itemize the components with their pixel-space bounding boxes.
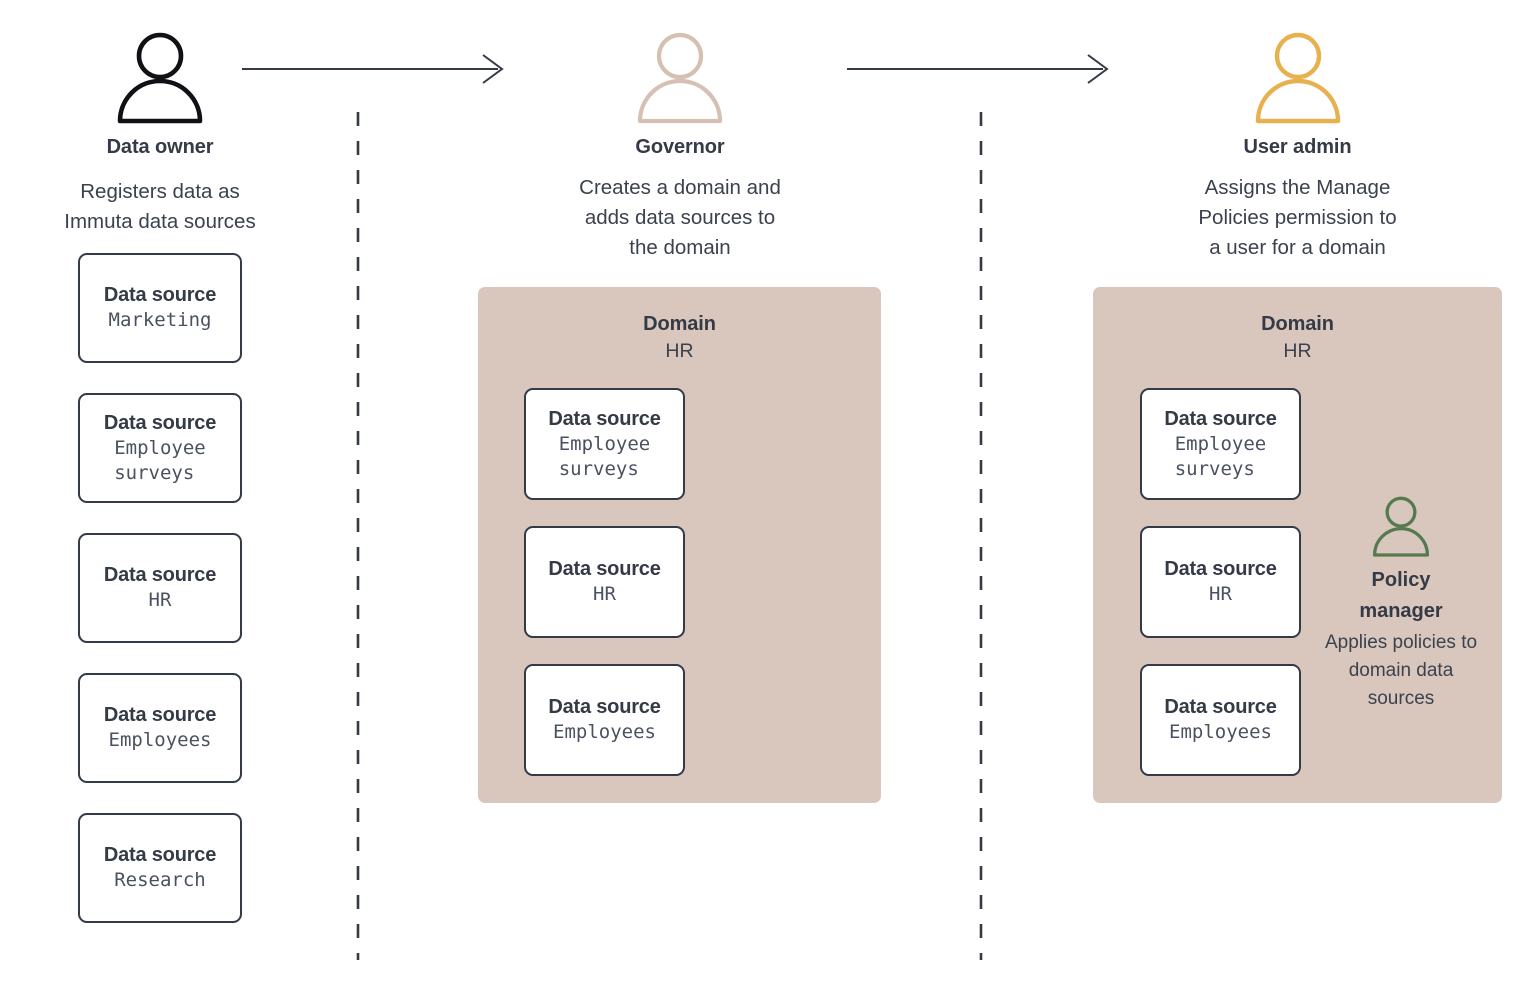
data-source-list-governor-domain: Data source Employee surveys Data source… [524,388,685,802]
role-description-governor: Creates a domain and adds data sources t… [579,176,781,259]
data-source-label: Data source [1164,407,1277,430]
data-source-label: Data source [1164,696,1277,718]
column-user-admin: User admin Assigns the Manage Policies p… [1085,0,1510,263]
data-source-card[interactable]: Data source Research [78,813,242,923]
column-governor: Governor Creates a domain and adds data … [470,0,890,263]
role-title-user-admin: User admin [1243,136,1352,158]
domain-name: HR [1283,340,1312,362]
data-source-name: HR [148,589,172,611]
data-source-card[interactable]: Data source Employee surveys [1140,388,1301,500]
data-source-name: Employees [1169,721,1272,743]
data-source-name: Employees [553,721,656,743]
data-source-label: Data source [103,704,217,726]
person-icon [1255,32,1340,124]
data-source-label: Data source [1164,558,1277,580]
data-source-card[interactable]: Data source Employee surveys [78,393,242,503]
data-source-name: Employees [108,729,212,751]
role-title-governor: Governor [635,136,725,158]
role-description-user-admin: Assigns the Manage Policies permission t… [1198,176,1397,259]
person-icon [1372,496,1430,557]
data-source-label: Data source [548,696,661,718]
data-source-card[interactable]: Data source HR [524,526,685,638]
data-source-name: Research [114,869,206,891]
person-icon [117,32,203,124]
arrow-owner-to-governor-icon [242,54,504,84]
data-source-label: Data source [548,407,661,430]
data-source-name: HR [593,583,616,605]
data-source-card[interactable]: Data source Employees [1140,664,1301,776]
data-source-name: Employee surveys [558,432,651,480]
data-source-card[interactable]: Data source HR [1140,526,1301,638]
domain-name: HR [665,340,694,362]
person-icon [637,32,723,124]
arrow-governor-to-admin-icon [847,54,1109,84]
data-source-card[interactable]: Data source Employees [78,673,242,783]
domain-title: Domain [643,313,716,335]
data-source-label: Data source [103,844,217,866]
data-source-card[interactable]: Data source Employee surveys [524,388,685,500]
data-source-name: Employee surveys [1174,432,1267,480]
policy-manager-block: Policy manager Applies policies to domai… [1315,495,1487,713]
policy-manager-description: Applies policies to domain data sources [1324,632,1478,709]
data-source-card[interactable]: Data source HR [78,533,242,643]
data-source-list-owner: Data source Marketing Data source Employ… [78,253,242,953]
data-source-list-admin-domain: Data source Employee surveys Data source… [1140,388,1301,802]
data-source-label: Data source [103,564,217,586]
data-source-name: Marketing [108,309,212,331]
domain-title: Domain [1261,313,1334,335]
role-description-data-owner: Registers data as Immuta data sources [64,180,256,233]
role-title-data-owner: Data owner [106,136,214,158]
data-source-card[interactable]: Data source Employees [524,664,685,776]
data-source-name: Employee surveys [114,436,206,484]
data-source-label: Data source [103,284,217,306]
policy-manager-title: Policy manager [1359,569,1443,622]
data-source-label: Data source [103,411,217,434]
data-source-name: HR [1209,583,1232,605]
divider-owner-governor [356,112,360,960]
column-data-owner: Data owner Registers data as Immuta data… [10,0,310,237]
data-source-label: Data source [548,558,661,580]
data-source-card[interactable]: Data source Marketing [78,253,242,363]
divider-governor-admin [979,112,983,960]
